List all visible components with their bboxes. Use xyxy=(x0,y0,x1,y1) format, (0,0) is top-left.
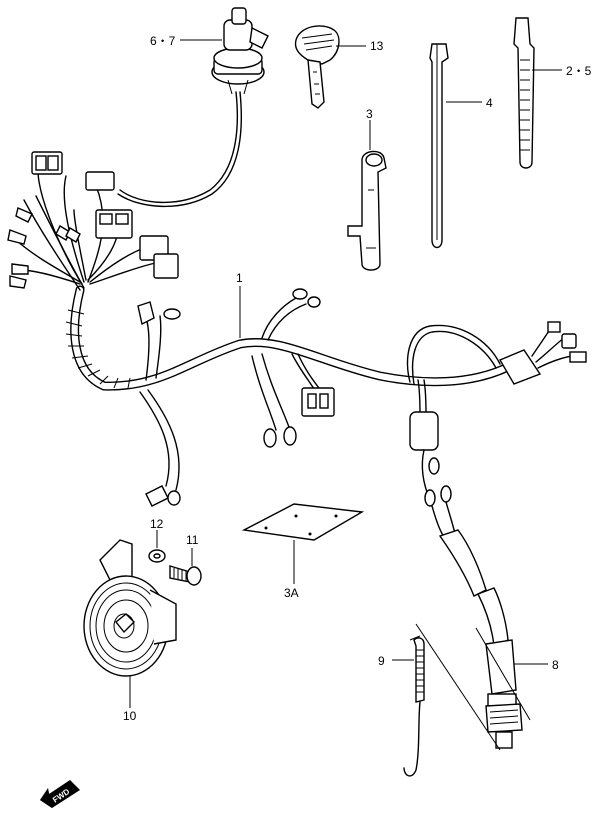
callout-leaders xyxy=(129,39,562,708)
protector-plate[interactable] xyxy=(241,503,365,541)
ignition-switch[interactable] xyxy=(117,7,269,208)
harness-clamp[interactable] xyxy=(347,150,387,271)
callout-bolt: 11 xyxy=(186,533,199,547)
brake-light-switch[interactable] xyxy=(485,639,523,749)
callout-horn: 10 xyxy=(123,709,137,723)
callout-protector: 3A xyxy=(284,586,299,600)
brake-switch-spring[interactable] xyxy=(403,635,425,777)
callout-band-long: 4 xyxy=(486,96,493,110)
callout-washer: 12 xyxy=(150,517,164,531)
callout-key: 13 xyxy=(370,39,384,53)
horn[interactable] xyxy=(83,539,177,677)
wiring-harness[interactable] xyxy=(7,151,587,648)
brake-switch-frame xyxy=(415,623,531,751)
horn-washer[interactable] xyxy=(148,549,166,563)
callout-harness: 1 xyxy=(236,271,243,285)
fwd-arrow-icon: FWD xyxy=(40,780,80,808)
horn-bolt[interactable] xyxy=(169,565,202,586)
callout-spring: 9 xyxy=(378,654,385,668)
harness-band-long[interactable] xyxy=(429,43,449,249)
callout-key-switch: 6・7 xyxy=(150,34,176,48)
callout-band-short: 2・5 xyxy=(566,64,592,78)
ignition-key[interactable] xyxy=(294,25,340,109)
callout-brake-switch: 8 xyxy=(552,658,559,672)
harness-band-short[interactable] xyxy=(513,17,535,169)
callout-clamp: 3 xyxy=(366,107,373,121)
